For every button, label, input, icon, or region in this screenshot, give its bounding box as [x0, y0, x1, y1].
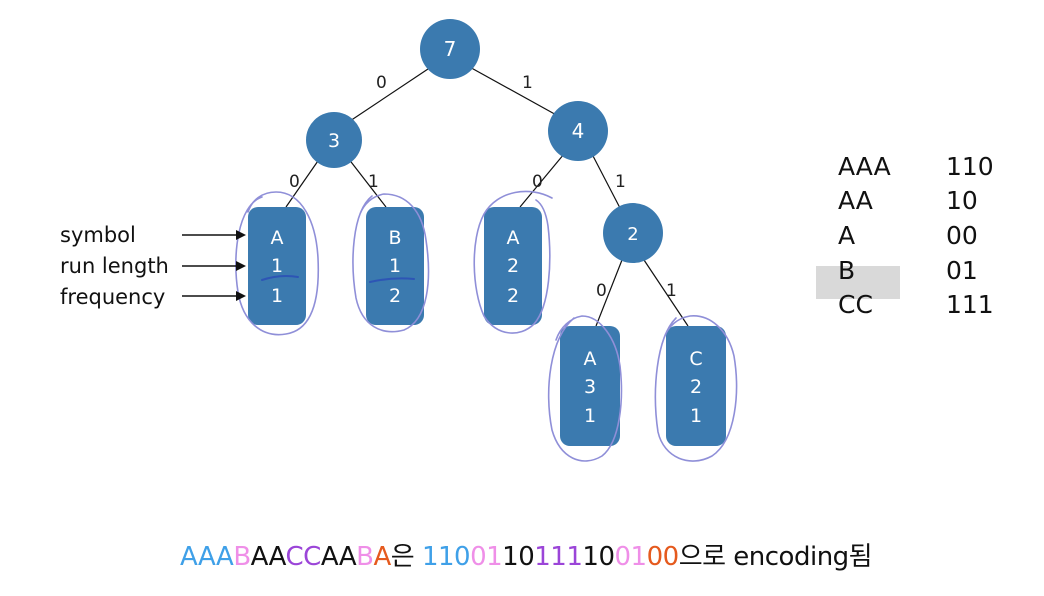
tree-node-2: 2 [603, 203, 663, 263]
leaf-5-freq: 1 [690, 405, 702, 427]
input-seg-1: B [233, 542, 251, 572]
leaf-2-freq: 2 [389, 285, 401, 307]
edge-3-left [285, 157, 321, 208]
leaf-node-3: A 2 2 [484, 207, 542, 325]
output-seg-1: 01 [470, 542, 503, 572]
output-seg-4: 10 [582, 542, 615, 572]
code-key-4: CC [838, 290, 873, 319]
handdrawn-loop-leaf-2 [352, 193, 430, 333]
leaf-node-5: C 2 1 [666, 326, 726, 446]
input-seg-5: B [356, 542, 374, 572]
input-seg-0: AAA [180, 542, 234, 572]
leaf-4-run: 3 [584, 376, 596, 398]
code-value-3: 01 [946, 256, 978, 285]
input-seg-4: AA [320, 542, 357, 572]
edge-4-left [519, 153, 565, 208]
handdrawn-loop-leaf-3 [473, 190, 553, 334]
arrow-run-length-head [236, 261, 246, 271]
leaf-3-freq: 2 [507, 285, 519, 307]
node-value-4: 4 [572, 119, 585, 143]
suffix-text: 으로 encoding됨 [678, 542, 873, 572]
input-seg-6: A [373, 542, 391, 572]
leaf-1-run: 1 [271, 255, 283, 277]
edge-4-right [591, 153, 621, 209]
edge-label-4-left: 0 [532, 172, 543, 192]
leaf-3-symbol: A [507, 227, 520, 249]
output-seg-6: 00 [646, 542, 680, 572]
leaf-5-symbol: C [689, 348, 702, 370]
output-seg-3: 111 [534, 542, 583, 572]
encoding-sentence: AAABAACCAABA은 1100110111100100으로 encodin… [180, 536, 873, 573]
arrow-frequency-head [236, 291, 246, 301]
edge-2-left [595, 259, 623, 327]
leaf-4-freq: 1 [584, 405, 596, 427]
code-key-2: A [838, 221, 855, 250]
input-seg-3: CC [285, 542, 322, 572]
node-value-2: 2 [627, 224, 638, 245]
code-value-0: 110 [946, 152, 994, 181]
handdrawn-underline-leaf-1 [261, 275, 299, 281]
leaf-3-run: 2 [507, 255, 519, 277]
handdrawn-loop-leaf-1 [235, 191, 320, 336]
edge-root-right [465, 64, 561, 118]
leaf-4-symbol: A [584, 348, 597, 370]
edge-label-3-right: 1 [368, 172, 379, 192]
node-value-3: 3 [328, 130, 340, 152]
handdrawn-underline-leaf-2 [369, 277, 415, 283]
leaf-node-2: B 1 2 [366, 207, 424, 325]
leaf-1-freq: 1 [271, 285, 283, 307]
handdrawn-loop-leaf-5 [654, 315, 738, 462]
legend-symbol: symbol [60, 223, 136, 247]
connector-text: 은 [390, 542, 422, 572]
edge-label-4-right: 1 [615, 172, 626, 192]
tree-node-3: 3 [306, 112, 362, 168]
output-seg-0: 110 [421, 542, 471, 572]
code-value-4: 111 [946, 290, 994, 319]
handdrawn-loop-leaf-4 [547, 315, 623, 462]
code-value-2: 00 [946, 221, 978, 250]
leaf-2-run: 1 [389, 255, 401, 277]
input-seg-2: AA [250, 542, 286, 572]
edge-root-left [349, 64, 435, 122]
legend-run-length: run length [60, 254, 169, 278]
tree-node-4: 4 [548, 101, 608, 161]
leaf-node-4: A 3 1 [560, 326, 620, 446]
code-key-0: AAA [838, 152, 891, 181]
edge-label-root-left: 0 [376, 73, 387, 93]
leaf-node-1: A 1 1 [248, 207, 306, 325]
arrow-symbol-head [236, 230, 246, 240]
leaf-2-symbol: B [388, 227, 401, 249]
highlight-b-row [816, 266, 900, 299]
code-value-1: 10 [946, 186, 978, 215]
edge-label-3-left: 0 [289, 172, 300, 192]
legend-frequency: frequency [60, 285, 165, 309]
code-key-1: AA [838, 186, 873, 215]
output-seg-5: 01 [614, 542, 648, 572]
output-seg-2: 10 [502, 542, 535, 572]
code-table: AAA 110 AA 10 A 00 B 01 CC 111 [838, 152, 994, 319]
tree-node-7: 7 [420, 19, 480, 79]
edge-label-2-right: 1 [666, 281, 677, 301]
edge-3-right [347, 157, 387, 208]
edge-label-root-right: 1 [522, 73, 533, 93]
leaf-5-run: 2 [690, 376, 702, 398]
edge-label-2-left: 0 [596, 281, 607, 301]
node-value-7: 7 [444, 37, 457, 61]
code-key-3: B [838, 256, 855, 285]
edge-2-right [643, 259, 689, 327]
leaf-1-symbol: A [271, 227, 284, 249]
